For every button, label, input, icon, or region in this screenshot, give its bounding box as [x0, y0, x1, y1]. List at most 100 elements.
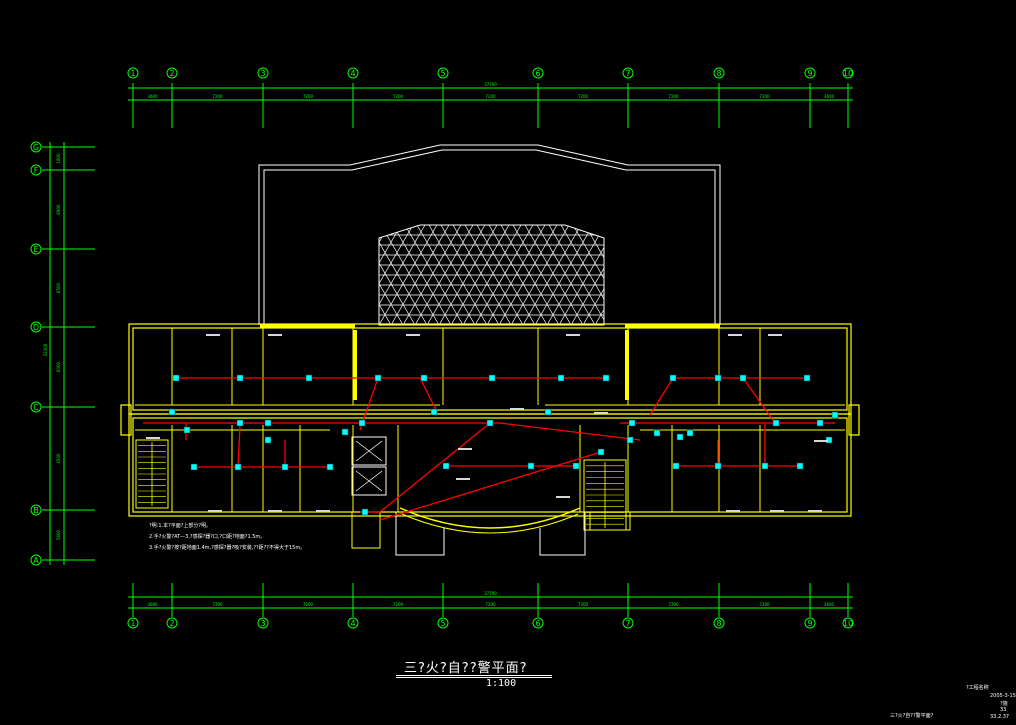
- axis-label-row: E: [33, 245, 38, 254]
- smoke-detector: [168, 408, 176, 416]
- smoke-detector: [374, 374, 382, 382]
- space-frame-diagonal: [438, 225, 498, 325]
- smoke-detector: [430, 408, 438, 416]
- space-frame-diagonal: [309, 225, 367, 325]
- space-frame-diagonal: [643, 225, 701, 325]
- space-frame-diagonal: [703, 225, 761, 325]
- axis-bubble-row: [30, 504, 42, 516]
- smoke-detector: [326, 463, 334, 471]
- smoke-detector: [602, 374, 610, 382]
- smoke-detector: [597, 448, 605, 456]
- axis-bubble-row: [30, 141, 42, 153]
- axis-bubble: [532, 67, 544, 79]
- smoke-detector: [281, 463, 289, 471]
- axis-label-column: 1: [130, 619, 135, 628]
- dim-label-bay: 3600: [147, 94, 158, 99]
- space-frame-diagonal: [319, 225, 377, 325]
- space-frame-diagonal: [307, 225, 365, 325]
- wall-south-block-inner: [132, 417, 848, 513]
- dim-label-bay: 3600: [824, 602, 835, 607]
- space-frame-diagonal: [379, 225, 416, 325]
- space-frame-diagonal: [416, 225, 476, 325]
- space-frame-diagonal: [402, 225, 462, 325]
- atrium-outline-outer: [258, 144, 721, 325]
- space-frame-diagonal: [560, 225, 604, 325]
- axis-label-row: D: [33, 323, 39, 332]
- axis-label-column: 7: [625, 619, 630, 628]
- space-frame-diagonal: [379, 225, 380, 325]
- room-label: [566, 334, 580, 336]
- dim-label-bay: 7200: [212, 94, 223, 99]
- dim-label-row: 6000: [56, 361, 61, 372]
- axis-bubble: [804, 617, 816, 629]
- space-frame-diagonal: [546, 225, 604, 325]
- smoke-detector: [816, 419, 824, 427]
- entrance-canopy-west: [395, 512, 445, 556]
- wire-drop-5: [237, 424, 241, 468]
- space-frame-diagonal: [249, 225, 307, 325]
- design-note-1: ?明:1.本?平面?上部分?明。: [149, 523, 212, 529]
- space-frame-diagonal: [715, 225, 773, 325]
- room-label: [208, 510, 222, 512]
- axis-label-column: 8: [716, 619, 721, 628]
- axis-label-column: 8: [716, 69, 721, 78]
- dim-label-bay: 7200: [212, 602, 223, 607]
- stair-west: [135, 439, 169, 509]
- room-label: [456, 478, 470, 480]
- drawing-scale: 1:100: [486, 678, 517, 689]
- room-label: [316, 510, 330, 512]
- smoke-detector: [628, 419, 636, 427]
- room-label: [268, 510, 282, 512]
- smoke-detector: [676, 433, 684, 441]
- space-frame-diagonal: [536, 225, 596, 325]
- axis-bubble-row: [30, 321, 42, 333]
- stair-landing-east: [589, 511, 631, 531]
- dim-label-total: 37700: [484, 591, 497, 596]
- smoke-detector: [420, 374, 428, 382]
- elevator-shaft: [351, 466, 387, 496]
- room-label: [768, 334, 782, 336]
- axis-label-row: A: [33, 556, 39, 565]
- space-frame-diagonal: [390, 225, 450, 325]
- dim-label-bay: 7200: [578, 94, 589, 99]
- elevator-shaft: [351, 436, 387, 466]
- dim-label-row: 5600: [56, 529, 61, 540]
- dim-label-row: 6900: [56, 204, 61, 215]
- smoke-detector: [264, 419, 272, 427]
- axis-bubble-row: [30, 401, 42, 413]
- space-frame-diagonal: [486, 225, 546, 325]
- axis-label-column: 9: [807, 69, 812, 78]
- alarm-wiring: [143, 377, 835, 521]
- smoke-detector: [264, 436, 272, 444]
- axis-bubble: [437, 617, 449, 629]
- axis-label-column: 2: [169, 69, 174, 78]
- space-frame-diagonal: [379, 225, 392, 325]
- smoke-detector: [236, 374, 244, 382]
- smoke-detector: [572, 462, 580, 470]
- axis-bubble: [622, 617, 634, 629]
- wire-drop-1: [419, 377, 438, 413]
- space-frame-diagonal: [631, 225, 689, 325]
- space-frame-diagonal: [271, 225, 329, 325]
- space-frame-diagonal: [379, 225, 414, 325]
- design-note-2: 2.手?火警?AT—3,?感探?器?口,?口距?地面?1.5m。: [149, 534, 266, 540]
- space-frame-diagonal: [524, 225, 584, 325]
- space-frame-diagonal: [392, 225, 452, 325]
- space-frame-diagonal: [488, 225, 548, 325]
- space-frame-diagonal: [558, 225, 604, 325]
- axis-label-row: B: [33, 506, 39, 515]
- smoke-detector: [803, 374, 811, 382]
- dim-label-row: 6500: [56, 282, 61, 293]
- axis-grid: [30, 67, 854, 629]
- architecture: [249, 144, 773, 326]
- room-label: [458, 448, 472, 450]
- space-frame-diagonal: [450, 225, 510, 325]
- axis-bubble: [804, 67, 816, 79]
- wall-north-block-inner: [132, 327, 848, 411]
- wall-south-block: [128, 413, 852, 517]
- space-frame-diagonal: [261, 225, 319, 325]
- space-frame-skylight: [249, 224, 773, 326]
- axis-label-column: 10: [843, 619, 853, 628]
- axis-label-column: 7: [625, 69, 630, 78]
